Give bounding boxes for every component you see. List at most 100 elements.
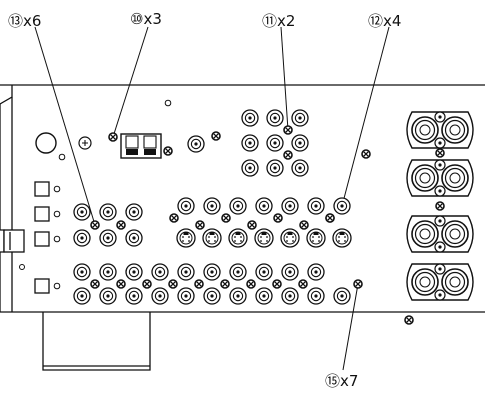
- screw: [220, 279, 230, 289]
- rca-jack: [229, 263, 247, 281]
- optical-jack: [34, 231, 61, 247]
- leader-line: [34, 26, 96, 226]
- screw: [298, 279, 308, 289]
- small-hole: [19, 264, 25, 270]
- optical-jack: [34, 206, 61, 222]
- screw: [108, 132, 118, 142]
- rca-jack: [229, 197, 247, 215]
- rca-jack: [125, 263, 143, 281]
- rca-jack: [187, 135, 205, 153]
- rca-jack: [291, 159, 309, 177]
- callout-11-label: ⑪x2: [262, 12, 296, 30]
- leader-line: [342, 283, 359, 371]
- rca-jack: [281, 287, 299, 305]
- screw: [90, 220, 100, 230]
- callout-12-label: ⑫x4: [368, 12, 402, 30]
- rca-jack: [333, 287, 351, 305]
- rca-jack: [73, 203, 91, 221]
- screw: [299, 220, 309, 230]
- optical-jack: [34, 278, 61, 294]
- rca-jack: [99, 203, 117, 221]
- screw: [163, 146, 173, 156]
- screw: [283, 150, 293, 160]
- rca-jack: [73, 229, 91, 247]
- ground-terminal: [35, 132, 57, 154]
- antenna-slot: [143, 135, 157, 149]
- callout-15: ⑮x7: [325, 370, 358, 391]
- rca-jack: [177, 197, 195, 215]
- rca-jack: [151, 287, 169, 305]
- rca-jack: [99, 263, 117, 281]
- s-video-jack: [176, 228, 196, 248]
- panel-components: [19, 99, 474, 325]
- screw: [169, 213, 179, 223]
- rca-jack: [333, 197, 351, 215]
- screw: [211, 131, 221, 141]
- screw: [194, 279, 204, 289]
- small-hole: [164, 99, 172, 107]
- rca-jack: [99, 287, 117, 305]
- rca-jack: [73, 287, 91, 305]
- rca-jack: [307, 197, 325, 215]
- s-video-jack: [280, 228, 300, 248]
- antenna-slot: [125, 135, 139, 149]
- rca-jack: [255, 263, 273, 281]
- rca-jack: [307, 263, 325, 281]
- screw: [168, 279, 178, 289]
- speaker-terminal-pair: [406, 111, 474, 149]
- screw: [435, 201, 445, 211]
- rca-jack: [125, 229, 143, 247]
- rca-jack: [266, 134, 284, 152]
- rca-jack: [291, 134, 309, 152]
- s-video-jack: [202, 228, 222, 248]
- s-video-jack: [254, 228, 274, 248]
- rca-jack: [241, 134, 259, 152]
- rca-jack: [281, 263, 299, 281]
- optical-jack: [34, 181, 61, 197]
- antenna-clip: [144, 149, 156, 155]
- rear-panel-body: [0, 84, 485, 371]
- screw: [273, 213, 283, 223]
- screw: [404, 315, 414, 325]
- rca-jack: [203, 263, 221, 281]
- callout-leader-lines: [34, 26, 390, 371]
- rca-jack: [177, 287, 195, 305]
- s-video-jack: [332, 228, 352, 248]
- screw: [142, 279, 152, 289]
- screw: [116, 279, 126, 289]
- callout-10: ⑩x3: [130, 10, 162, 28]
- rca-jack: [203, 197, 221, 215]
- screw: [283, 125, 293, 135]
- rca-jack: [73, 263, 91, 281]
- callout-13: ⑬x6: [8, 10, 41, 31]
- screw: [272, 279, 282, 289]
- screw: [195, 220, 205, 230]
- rca-jack: [99, 229, 117, 247]
- rca-jack: [241, 159, 259, 177]
- callout-11: ⑪x2: [262, 10, 295, 31]
- rca-jack: [151, 263, 169, 281]
- screw: [361, 149, 371, 159]
- rca-jack: [203, 287, 221, 305]
- leader-line: [341, 26, 390, 207]
- rca-jack: [125, 203, 143, 221]
- plus-mark: [82, 140, 88, 146]
- callout-12: ⑫x4: [368, 10, 401, 31]
- s-video-jack: [306, 228, 326, 248]
- screw: [435, 148, 445, 158]
- rca-jack: [281, 197, 299, 215]
- leader-line: [112, 26, 149, 138]
- screw: [325, 213, 335, 223]
- rca-jack: [255, 197, 273, 215]
- rca-jack: [266, 109, 284, 127]
- antenna-clip: [126, 149, 138, 155]
- callout-15-label: ⑮x7: [325, 372, 359, 390]
- callout-10-label: ⑩x3: [130, 10, 162, 28]
- rca-jack: [307, 287, 325, 305]
- rca-jack: [125, 287, 143, 305]
- s-video-jack: [228, 228, 248, 248]
- speaker-terminal-pair: [406, 215, 474, 253]
- screw: [247, 220, 257, 230]
- small-hole: [58, 153, 66, 161]
